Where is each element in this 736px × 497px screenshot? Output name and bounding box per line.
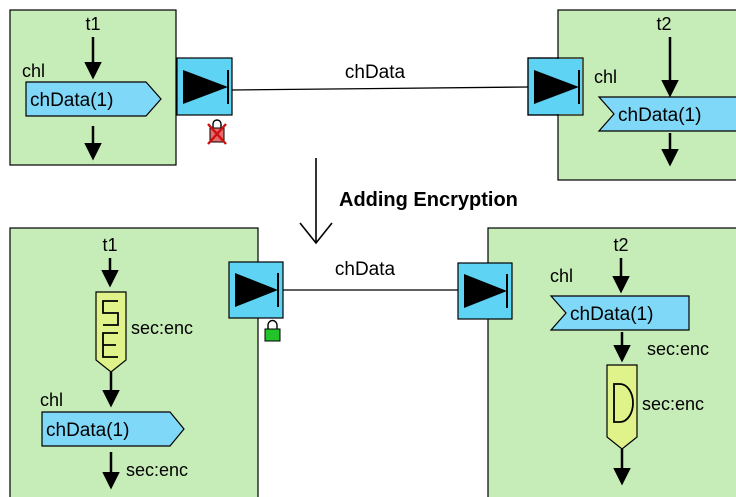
- encrypt-symbol-icon: [102, 300, 119, 358]
- bottom-left-output-label: sec:enc: [126, 460, 188, 480]
- decrypt-symbol-icon: [613, 383, 634, 423]
- bottom-right-task-label: t2: [613, 235, 628, 255]
- top-channel-line[interactable]: [231, 86, 529, 91]
- bottom-right-port-triangle: [464, 274, 507, 308]
- top-left-action-label: chData(1): [30, 90, 113, 111]
- bottom-right-channel-label: chl: [550, 266, 573, 286]
- bottom-left-channel-label: chl: [40, 390, 63, 410]
- bottom-right-after-action-label: sec:enc: [647, 339, 709, 359]
- top-diagram: t1 chl chData(1) chData t2 chl: [9, 9, 736, 181]
- top-left-port-triangle: [183, 70, 228, 104]
- top-right-action-label: chData(1): [618, 105, 701, 126]
- bottom-left-task-label: t1: [102, 235, 117, 255]
- top-right-task-label: t2: [656, 14, 671, 34]
- bottom-right-action-label: chData(1): [570, 304, 653, 325]
- bottom-right-block[interactable]: [487, 227, 736, 497]
- top-left-send-action[interactable]: [25, 81, 162, 117]
- bottom-right-receive-action[interactable]: [549, 295, 690, 331]
- top-channel-label: chData: [345, 62, 406, 83]
- decrypt-label: sec:enc: [642, 394, 704, 414]
- top-right-channel-label: chl: [594, 67, 617, 87]
- transition-arrow: [299, 158, 333, 245]
- bottom-diagram: t1 sec:enc chl chData(1) sec:enc chData: [9, 227, 736, 497]
- bottom-left-port-triangle: [235, 273, 278, 307]
- encrypt-operator[interactable]: [95, 291, 127, 373]
- top-right-receive-action[interactable]: [597, 96, 736, 132]
- broken-lock-icon: [207, 119, 227, 145]
- top-left-task-label: t1: [85, 14, 100, 34]
- transition-label: Adding Encryption: [339, 189, 518, 211]
- bottom-left-send-action[interactable]: [41, 411, 185, 447]
- green-lock-icon: [264, 319, 281, 342]
- top-left-channel-label: chl: [22, 61, 45, 81]
- top-right-block[interactable]: [557, 9, 736, 181]
- bottom-left-action-label: chData(1): [46, 420, 129, 441]
- bottom-channel-label: chData: [335, 259, 396, 280]
- encrypt-label: sec:enc: [131, 318, 193, 338]
- bottom-left-block[interactable]: [9, 227, 259, 497]
